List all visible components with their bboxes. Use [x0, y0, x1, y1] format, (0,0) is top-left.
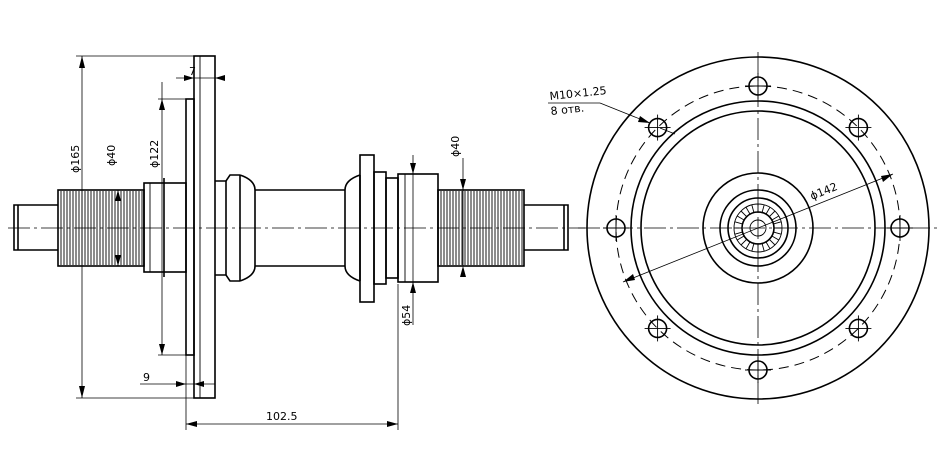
bore-circle	[749, 219, 767, 237]
flange	[185, 55, 216, 399]
hub-body	[215, 174, 361, 282]
side-view: ϕ165 ϕ40 ϕ122 7	[8, 55, 585, 430]
thread-note-line2: 8 отв.	[550, 102, 585, 118]
dim-142-label: ϕ142	[808, 180, 839, 203]
dim-165-label: ϕ165	[69, 145, 82, 173]
dim-9	[140, 381, 215, 387]
inner-ring-1	[630, 100, 886, 356]
right-shaft-end	[524, 204, 569, 251]
inner-ring-2	[640, 110, 876, 346]
flange-outline	[586, 56, 930, 400]
left-spline	[57, 189, 145, 267]
dim-40-right-label: ϕ40	[449, 136, 462, 157]
dim-40-left	[115, 190, 121, 266]
dim-54-label: ϕ54	[400, 305, 413, 326]
dim-9-label: 9	[143, 371, 150, 384]
right-ring	[359, 154, 439, 303]
dim-102-5-label: 102.5	[266, 410, 298, 423]
dim-40-right	[440, 158, 470, 277]
dim-122-label: ϕ122	[148, 140, 161, 168]
dim-122	[158, 82, 186, 356]
thread-note	[548, 102, 676, 135]
dim-7	[176, 56, 225, 99]
hub-inner	[727, 197, 789, 259]
left-shaft-end	[13, 204, 58, 251]
right-spline	[437, 189, 525, 267]
dim-142	[622, 173, 894, 283]
front-view: ϕ142 M10×1.25 8 отв.	[548, 52, 940, 405]
hub-outer	[702, 172, 814, 284]
dim-165	[76, 55, 194, 399]
hub-mid	[719, 189, 797, 267]
thread-note-line1: M10×1.25	[549, 84, 607, 103]
dim-40-left-label: ϕ40	[105, 145, 118, 166]
left-collar	[143, 178, 187, 277]
bolt-holes	[603, 73, 913, 383]
dim-54	[410, 155, 416, 325]
dim-7-label: 7	[189, 65, 196, 78]
dim-102-5	[185, 284, 399, 430]
